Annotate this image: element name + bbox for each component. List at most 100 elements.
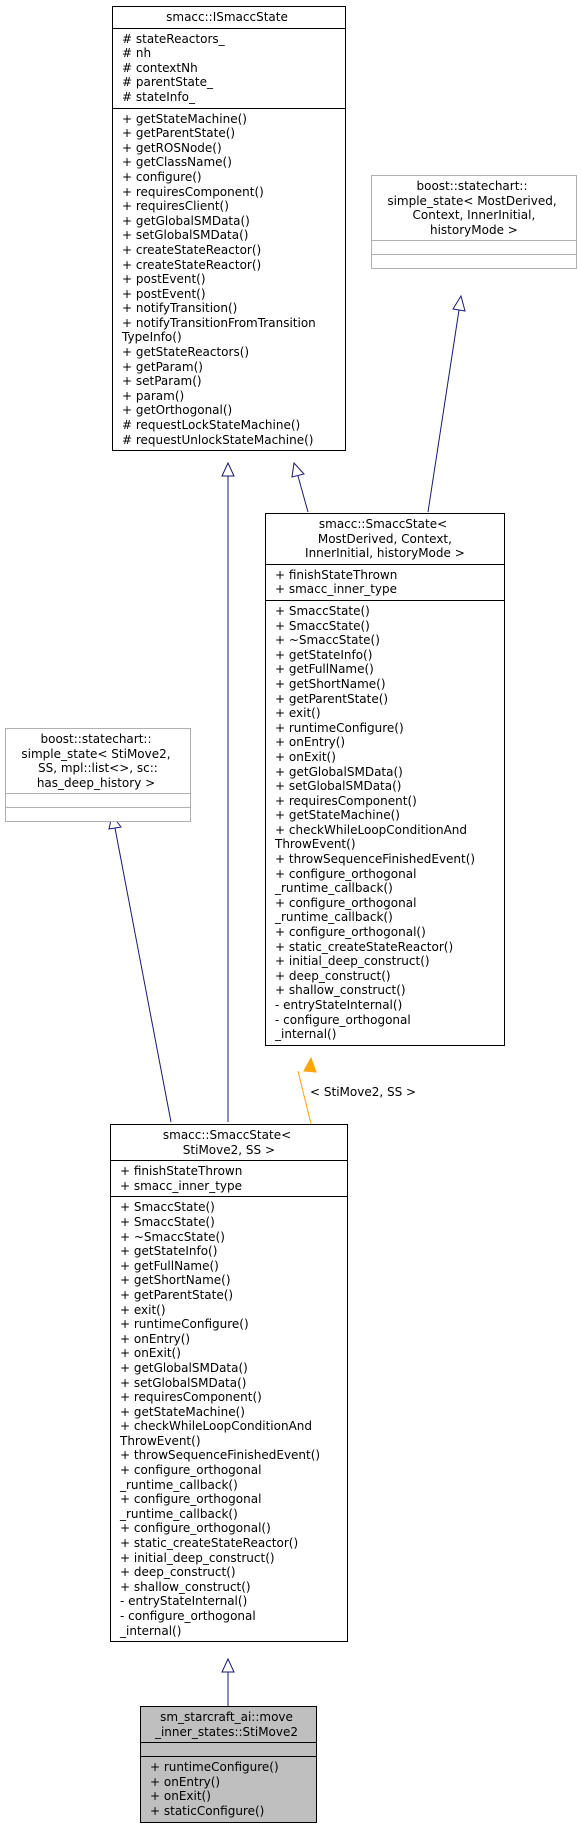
class-title-line: SS, mpl::list<>, sc:: [34,761,158,776]
class-node-boost-generic[interactable]: boost::statechart::simple_state< MostDer… [371,175,577,270]
class-title-section: smacc::ISmaccState [113,7,345,28]
class-methods-section: + runtimeConfigure()+ onEntry()+ onExit(… [141,1756,316,1821]
method-item: + postEvent() [122,272,206,287]
method-item: + SmaccState() [275,603,370,618]
class-title-section: sm_starcraft_ai::move_inner_states::StiM… [141,1707,316,1742]
method-item: - configure_orthogonal [120,1609,256,1623]
attribute-item: # nh [122,46,152,61]
method-item: + requiresComponent() [122,184,264,199]
method-item: + SmaccState() [275,618,370,633]
class-title-section: smacc::SmaccState< StiMove2, SS > [111,1125,347,1160]
method-item: + createStateReactor() [122,257,262,272]
method-item: + SmaccState() [120,1214,215,1229]
attribute-item: + finishStateThrown [120,1164,243,1179]
method-item: + static_createStateReactor() [120,1536,299,1551]
method-item: + onEntry() [275,735,346,750]
class-attributes-section: + finishStateThrown+ smacc_inner_type [266,563,504,600]
class-title-section: smacc::SmaccState< MostDerived, Context,… [266,514,504,564]
method-item: + configure_orthogonal [275,866,417,881]
method-item: + initial_deep_construct() [275,954,430,969]
method-item: + getFullName() [275,662,374,677]
method-item: # requestUnlockStateMachine() [122,432,314,447]
method-item: # requestLockStateMachine() [122,418,301,433]
method-item: - entryStateInternal() [275,998,403,1012]
method-item: + onExit() [150,1789,211,1804]
method-item: + getShortName() [275,676,386,691]
method-item: + throwSequenceFinishedEvent() [275,852,476,867]
method-item: + throwSequenceFinishedEvent() [120,1448,321,1463]
method-item: + configure_orthogonal [275,895,417,910]
method-item: + getParentState() [122,126,236,141]
class-methods-section: + getStateMachine()+ getParentState()+ g… [113,107,345,451]
method-item: + runtimeConfigure() [150,1760,279,1775]
class-title-line: simple_state< MostDerived, [387,193,557,208]
method-item: + setParam() [122,374,202,389]
method-item: + requiresClient() [122,199,229,214]
class-methods-section [372,254,576,268]
method-item: + getStateReactors() [122,345,250,360]
class-attributes-section [372,240,576,254]
class-attributes-section: + finishStateThrown+ smacc_inner_type [111,1160,347,1196]
class-title-line: boost::statechart:: [40,732,152,746]
method-item: + exit() [275,706,321,721]
method-item: + getGlobalSMData() [122,213,250,228]
class-node-istate[interactable]: smacc::ISmaccState# stateReactors_# nh# … [112,6,346,452]
attribute-item: # stateReactors_ [122,31,225,46]
method-item: + static_createStateReactor() [275,939,454,954]
method-item: _runtime_callback() [120,1506,238,1521]
method-item: + shallow_construct() [120,1579,251,1594]
method-item: + onExit() [120,1346,181,1361]
method-item: + deep_construct() [275,968,391,983]
method-item: ThrowEvent() [120,1433,201,1448]
method-item: + deep_construct() [120,1565,236,1580]
method-item: + ~SmaccState() [275,633,380,648]
method-item: + getParentState() [275,691,389,706]
method-item: + getROSNode() [122,140,222,155]
class-methods-section [6,807,190,821]
class-node-smacc-stimove[interactable]: smacc::SmaccState< StiMove2, SS >+ finis… [110,1124,348,1643]
method-item: - entryStateInternal() [120,1594,248,1609]
attribute-item: + smacc_inner_type [120,1178,243,1193]
method-item: + getFullName() [120,1258,219,1273]
attribute-item: + smacc_inner_type [275,582,398,597]
method-item: + postEvent() [122,286,206,301]
template-label: < StiMove2, SS > [310,1085,417,1099]
edge-boost-stimove-to-smacc-stimove [108,813,172,1123]
method-item: + setGlobalSMData() [122,228,249,243]
class-title-line: smacc::ISmaccState [166,10,288,24]
method-item: + getStateMachine() [120,1404,245,1419]
method-item: + getStateInfo() [120,1244,218,1259]
class-methods-section: + SmaccState()+ SmaccState()+ ~SmaccStat… [111,1196,347,1641]
method-item: + param() [122,388,185,403]
method-item: + ~SmaccState() [120,1229,225,1244]
method-item: + configure_orthogonal() [275,925,426,940]
method-item: _runtime_callback() [275,910,393,925]
method-item: _internal() [120,1623,182,1638]
edge-boost-generic-to-smacc-generic [427,294,466,513]
method-item: + notifyTransitionFromTransition [122,315,316,330]
method-item: + getShortName() [120,1273,231,1288]
method-item: + exit() [120,1302,166,1317]
method-item: + getParam() [122,359,203,374]
method-item: + runtimeConfigure() [120,1317,249,1332]
class-node-stimove2[interactable]: sm_starcraft_ai::move_inner_states::StiM… [140,1706,317,1823]
class-node-boost-stimove[interactable]: boost::statechart::simple_state< StiMove… [5,728,191,823]
class-node-smacc-generic[interactable]: smacc::SmaccState< MostDerived, Context,… [265,513,505,1046]
method-item: + setGlobalSMData() [120,1375,247,1390]
edge-istate-to-smacc-generic [291,461,309,513]
class-title-line: StiMove2, SS > [178,1142,276,1157]
method-item: + staticConfigure() [150,1803,265,1818]
method-item: + configure_orthogonal() [120,1521,271,1536]
method-item: + configure_orthogonal [120,1463,262,1478]
edge-istate-to-smacc-stimove [221,461,235,1122]
method-item: + getStateMachine() [275,808,400,823]
method-item: - configure_orthogonal [275,1012,411,1027]
method-item: + initial_deep_construct() [120,1550,275,1565]
attribute-item: # parentState_ [122,75,213,90]
method-item: + requiresComponent() [275,793,417,808]
method-item: ThrowEvent() [275,837,356,852]
class-title-line: sm_starcraft_ai::move [160,1710,293,1724]
method-item: + SmaccState() [120,1200,215,1215]
method-item: + onEntry() [120,1331,191,1346]
class-title-line: smacc::SmaccState< [162,1128,292,1142]
